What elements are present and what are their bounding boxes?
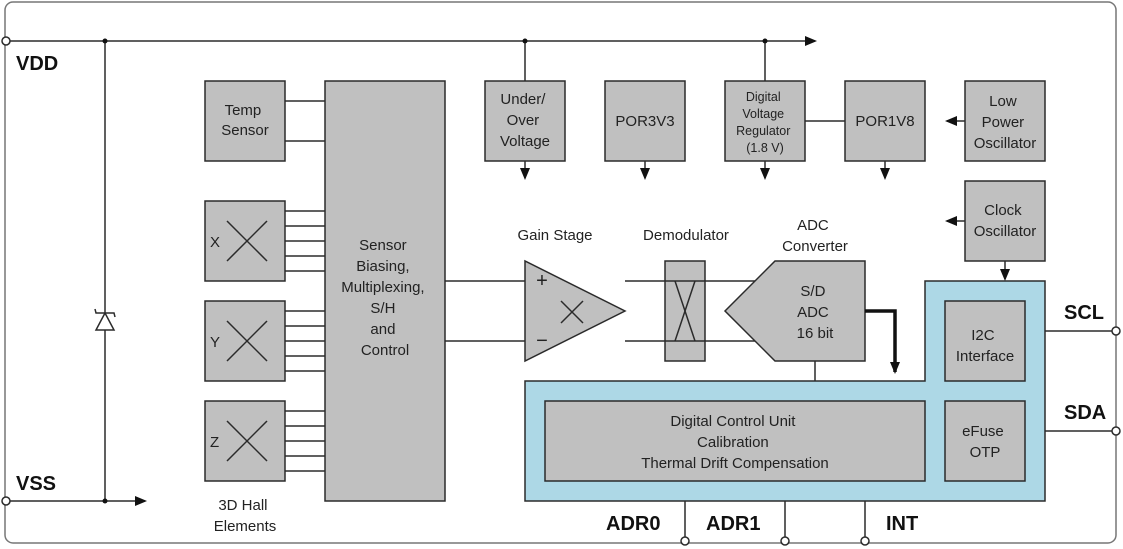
sensor-biasing-block bbox=[324, 80, 446, 502]
adc-data-output-arrow bbox=[865, 309, 900, 374]
adr0-pin bbox=[680, 536, 690, 546]
vss-junction bbox=[102, 498, 108, 504]
int-label: INT bbox=[886, 513, 918, 535]
int-pin bbox=[860, 536, 870, 546]
hall-element-z: Z bbox=[204, 400, 286, 482]
adr1-pin bbox=[780, 536, 790, 546]
under-over-voltage-block bbox=[484, 80, 566, 162]
hall-z-label: Z bbox=[210, 434, 219, 451]
adr0-label: ADR0 bbox=[606, 513, 660, 535]
gain-minus-sign: − bbox=[536, 330, 548, 352]
hall-element-x: X bbox=[204, 200, 286, 282]
adc-body-label: S/D ADC 16 bit bbox=[797, 283, 835, 342]
demodulator-label: Demodulator bbox=[643, 227, 729, 244]
digital-voltage-regulator-block bbox=[724, 80, 806, 162]
por3v3-label: POR3V3 bbox=[615, 113, 674, 130]
efuse-otp-label: eFuse OTP bbox=[962, 423, 1008, 461]
temp-sensor-label: Temp Sensor bbox=[221, 102, 269, 139]
sensor-biasing-label: Sensor Biasing, Multiplexing, S/H and Co… bbox=[341, 237, 429, 359]
gain-stage-amplifier bbox=[524, 259, 627, 363]
sda-label: SDA bbox=[1064, 402, 1106, 424]
adr1-label: ADR1 bbox=[706, 513, 760, 535]
clock-oscillator-label: Clock Oscillator bbox=[974, 202, 1037, 240]
digital-voltage-regulator-label: Digital Voltage Regulator (1.8 V) bbox=[736, 90, 794, 155]
hall-x-label: X bbox=[210, 234, 220, 251]
gain-stage-label: Gain Stage bbox=[517, 227, 592, 244]
hall-caption: 3D Hall Elements bbox=[214, 497, 277, 535]
scl-label: SCL bbox=[1064, 302, 1104, 324]
gain-plus-sign: + bbox=[536, 270, 548, 292]
demodulator-cross-icon bbox=[665, 280, 705, 342]
low-power-oscillator-block bbox=[964, 80, 1046, 162]
digital-control-unit-label: Digital Control Unit Calibration Thermal… bbox=[641, 413, 829, 472]
por3v3-block bbox=[604, 80, 686, 162]
i2c-interface-label: I2C Interface bbox=[956, 327, 1014, 365]
hall-y-label: Y bbox=[210, 334, 220, 351]
vss-label: VSS bbox=[16, 473, 56, 495]
digital-control-unit-block bbox=[544, 400, 926, 482]
vdd-junction bbox=[102, 38, 108, 44]
por1v8-label: POR1V8 bbox=[855, 113, 914, 130]
adc-title: ADC Converter bbox=[782, 217, 848, 255]
zener-diode-icon bbox=[94, 308, 116, 331]
hall-element-y: Y bbox=[204, 300, 286, 382]
gain-cross-icon bbox=[560, 300, 584, 324]
vdd-junction-dvr bbox=[762, 38, 768, 44]
clock-oscillator-block bbox=[964, 180, 1046, 262]
under-over-voltage-label: Under/ Over Voltage bbox=[500, 91, 550, 150]
vdd-junction-uv bbox=[522, 38, 528, 44]
vdd-label: VDD bbox=[16, 53, 58, 75]
sensor-connections bbox=[285, 100, 325, 472]
sda-pin bbox=[1111, 426, 1121, 436]
por1v8-block bbox=[844, 80, 926, 162]
vdd-pin bbox=[1, 36, 11, 46]
vss-pin bbox=[1, 496, 11, 506]
efuse-otp-block bbox=[944, 400, 1026, 482]
temp-sensor-block bbox=[204, 80, 286, 162]
i2c-interface-block bbox=[944, 300, 1026, 382]
low-power-oscillator-label: Low Power Oscillator bbox=[974, 93, 1037, 152]
scl-pin bbox=[1111, 326, 1121, 336]
